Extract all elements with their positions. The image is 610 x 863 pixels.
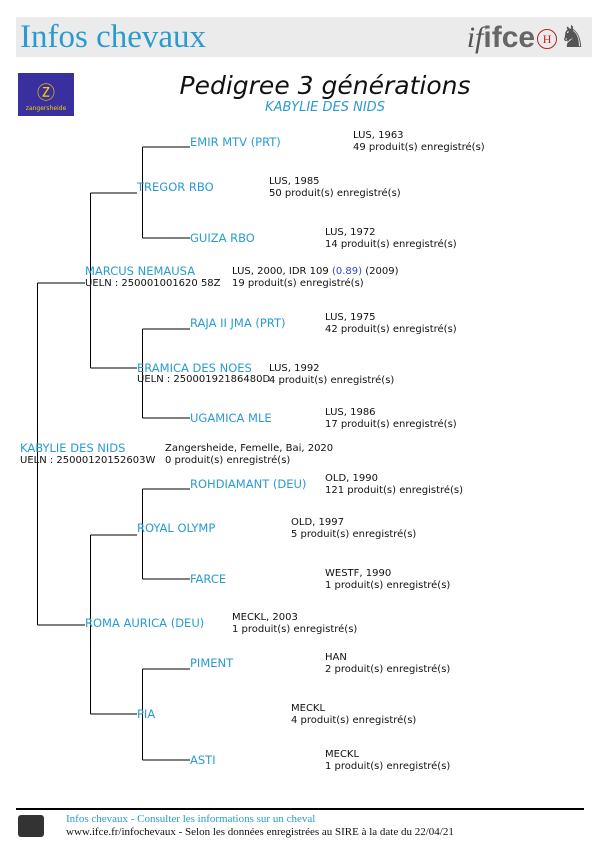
horse-link-royal-olymp[interactable]: ROYAL OLYMP: [137, 521, 216, 535]
horse-link-raja[interactable]: RAJA II JMA (PRT): [190, 316, 286, 330]
ueln-kabylie: UELN : 25000120152603W: [20, 455, 156, 466]
ueln-eramica: UELN : 25000192186480D: [137, 374, 271, 385]
horse-link-emir[interactable]: EMIR MTV (PRT): [190, 135, 281, 149]
horse-link-rohdiamant[interactable]: ROHDIAMANT (DEU): [190, 477, 307, 491]
horse-link-eramica[interactable]: ERAMICA DES NOES: [137, 361, 252, 375]
idr-link[interactable]: (0.89): [331, 266, 363, 277]
horse-link-guiza[interactable]: GUIZA RBO: [190, 231, 255, 245]
site-title: Infos chevaux: [20, 19, 207, 55]
horse-link-roma[interactable]: ROMA AURICA (DEU): [85, 616, 205, 630]
horse-link-asti[interactable]: ASTI: [190, 753, 216, 767]
footer-link[interactable]: Infos chevaux - Consulter les informatio…: [66, 813, 316, 825]
horse-link-ugamica[interactable]: UGAMICA MLE: [190, 411, 272, 425]
horse-link-piment[interactable]: PIMENT: [190, 656, 234, 670]
horse-link-kabylie[interactable]: KABYLIE DES NIDS: [20, 441, 126, 455]
page-title: Pedigree 3 générations: [179, 71, 471, 100]
haras-icon: H: [537, 29, 558, 49]
horse-link-tregor[interactable]: TREGOR RBO: [137, 180, 214, 194]
horse-info-marcus: LUS, 2000, IDR 109 (0.89) (2009)19 produ…: [232, 266, 399, 289]
horse-icon: ♞: [559, 21, 586, 54]
footer-source: www.ifce.fr/infochevaux - Selon les donn…: [66, 826, 454, 838]
horse-link-pia[interactable]: PIA: [137, 707, 156, 721]
horse-link-marcus[interactable]: MARCUS NEMAUSA: [85, 264, 196, 278]
horse-computer-icon: [18, 815, 44, 837]
footer-divider: [16, 808, 584, 810]
horse-link-farce[interactable]: FARCE: [190, 572, 227, 586]
ueln-marcus: UELN : 250001001620 58Z: [85, 278, 221, 289]
horse-name-subtitle: KABYLIE DES NIDS: [265, 100, 385, 115]
